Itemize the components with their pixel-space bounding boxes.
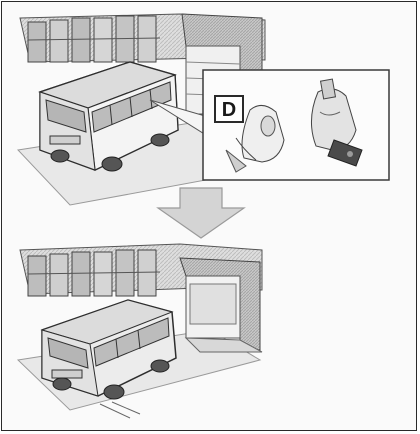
- callout-box: D: [203, 70, 389, 180]
- bottom-scene: [18, 244, 262, 418]
- down-arrow-icon: [158, 188, 244, 238]
- callout-label: D: [222, 99, 236, 121]
